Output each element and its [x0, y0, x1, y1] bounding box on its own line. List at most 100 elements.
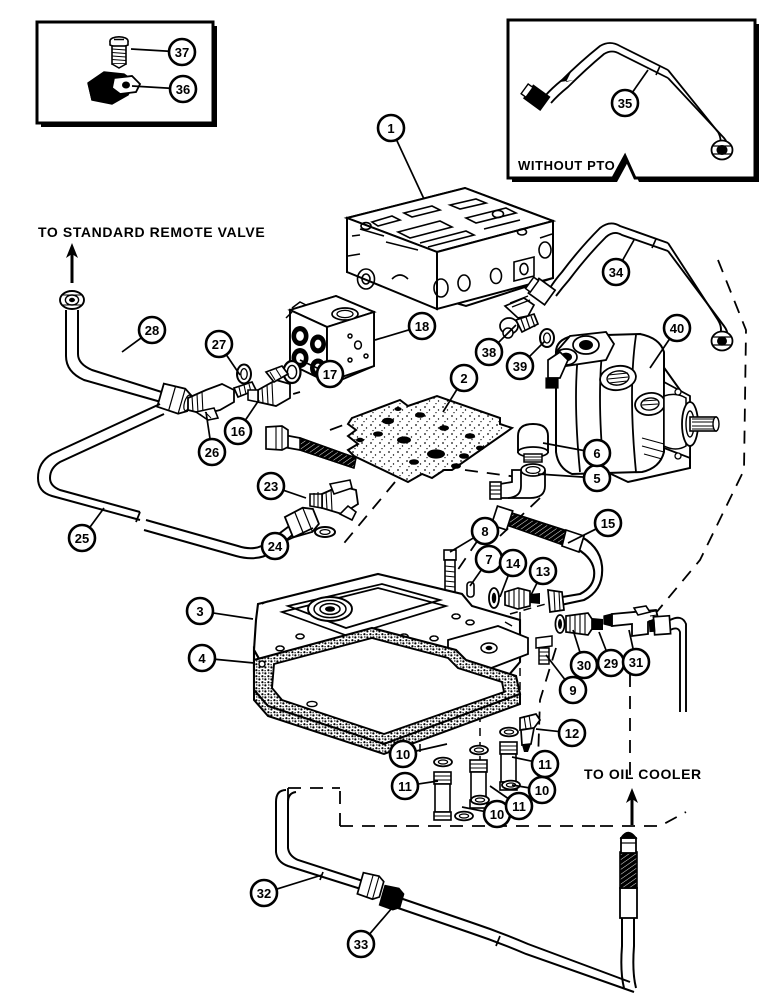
callout-number: 18: [415, 319, 429, 334]
without-pto-caption: WITHOUT PTO: [518, 158, 615, 173]
cap-screw-part-8: [443, 549, 457, 593]
screw-part-9: [535, 635, 553, 665]
dowel-pin-part-7: [466, 581, 475, 598]
callout-bubble: [204, 329, 234, 359]
leader-line: [537, 473, 585, 478]
callout-number: 32: [257, 886, 271, 901]
leader-line: [598, 631, 608, 652]
callout-bubble: [388, 739, 418, 769]
callout-bubble: [376, 113, 406, 143]
leader-line: [528, 340, 546, 358]
hose-part-35: [520, 42, 734, 161]
callout-26-tee-fitting: 26: [197, 411, 227, 467]
callout-number: 26: [205, 445, 219, 460]
valve-body-gasket-part-2: [346, 394, 515, 484]
screw-part-37: [109, 35, 129, 69]
callout-18-manifold-block: 18: [374, 311, 437, 341]
callout-33-oil-line: 33: [346, 907, 393, 959]
callout-bubble: [601, 257, 631, 287]
callout-bubble: [498, 548, 528, 578]
callout-number: 31: [629, 655, 643, 670]
callout-number: 8: [481, 524, 488, 539]
callout-bubble: [187, 643, 217, 673]
callout-31-tee-fitting: 31: [621, 629, 651, 677]
callout-14-washer: 14: [498, 548, 528, 598]
callout-bubble: [530, 749, 560, 779]
callout-number: 36: [176, 82, 190, 97]
callout-34-hose-with-pto: 34: [601, 239, 635, 287]
callout-bubble: [557, 718, 587, 748]
callout-bubble: [223, 416, 253, 446]
callout-number: 34: [609, 265, 624, 280]
plug-fitting-part-12: [519, 713, 542, 752]
leader-line: [283, 489, 307, 499]
callout-number: 11: [512, 799, 526, 814]
elbow-fitting-part-23: [309, 479, 359, 522]
leader-line: [511, 756, 533, 763]
hose-part-34: [524, 222, 734, 352]
callout-bubble: [504, 791, 534, 821]
leader-line: [545, 654, 566, 681]
leader-line: [461, 806, 485, 813]
hose-fitting-part-13: [504, 587, 540, 610]
elbow-fitting-part-38: [499, 295, 540, 339]
valve-body-part-1: [343, 186, 557, 311]
callout-bubble: [346, 929, 376, 959]
callout-bubble: [67, 523, 97, 553]
callout-9-screw: 9: [545, 654, 588, 705]
callout-number: 37: [175, 45, 189, 60]
callout-bubble: [167, 37, 197, 67]
filter-cap-part-6: [517, 423, 549, 463]
callout-39-o-ring: 39: [505, 340, 546, 381]
leader-line: [121, 337, 143, 353]
leader-line: [621, 239, 635, 262]
callout-number: 1: [387, 121, 394, 136]
callout-number: 4: [198, 651, 206, 666]
callout-number: 29: [604, 656, 618, 671]
callout-number: 35: [618, 96, 632, 111]
leader-line: [276, 874, 323, 890]
callout-bubble: [593, 508, 623, 538]
leader-line: [214, 658, 255, 664]
o-ring-part-10-e: [501, 779, 521, 791]
leader-line: [499, 574, 510, 598]
washer-part-14: [488, 587, 500, 609]
o-ring-part-27: [236, 363, 252, 385]
callout-bubble: [137, 315, 167, 345]
leader-line: [511, 784, 530, 789]
callout-number: 38: [482, 345, 496, 360]
callout-27-o-ring: 27: [204, 329, 241, 376]
callout-number: 24: [268, 539, 283, 554]
callout-24-o-ring: 24: [260, 527, 314, 561]
callout-bubble: [582, 438, 612, 468]
callout-bubble: [505, 351, 535, 381]
to-oil-cooler-label: TO OIL COOLER: [584, 766, 702, 782]
callout-number: 10: [490, 807, 504, 822]
callout-number: 9: [569, 683, 576, 698]
tee-fitting-part-31: [603, 605, 660, 638]
callout-40-hydraulic-pump: 40: [649, 313, 692, 369]
callout-bubble: [390, 771, 420, 801]
callout-bubble: [260, 531, 290, 561]
callout-bubble: [168, 74, 198, 104]
leader-line: [374, 328, 410, 341]
callout-number: 15: [601, 516, 615, 531]
callout-bubble: [256, 471, 286, 501]
callout-3-cover-plate: 3: [185, 596, 254, 626]
callout-8-cap-screw: 8: [449, 516, 500, 553]
callout-12-plug-fitting: 12: [535, 718, 587, 748]
callout-7-dowel-pin: 7: [469, 544, 504, 587]
callout-bubble: [558, 675, 588, 705]
washer-part-30: [554, 614, 566, 634]
oil-line-part-28: [59, 290, 193, 415]
callout-number: 17: [323, 367, 337, 382]
callout-number: 12: [565, 726, 579, 741]
leader-line: [628, 629, 635, 650]
leader-line: [572, 629, 581, 653]
leader-line: [244, 399, 260, 421]
leader-line: [131, 85, 171, 90]
leader-line: [567, 528, 597, 544]
callout-11c-relief-valve: 11: [489, 785, 534, 821]
